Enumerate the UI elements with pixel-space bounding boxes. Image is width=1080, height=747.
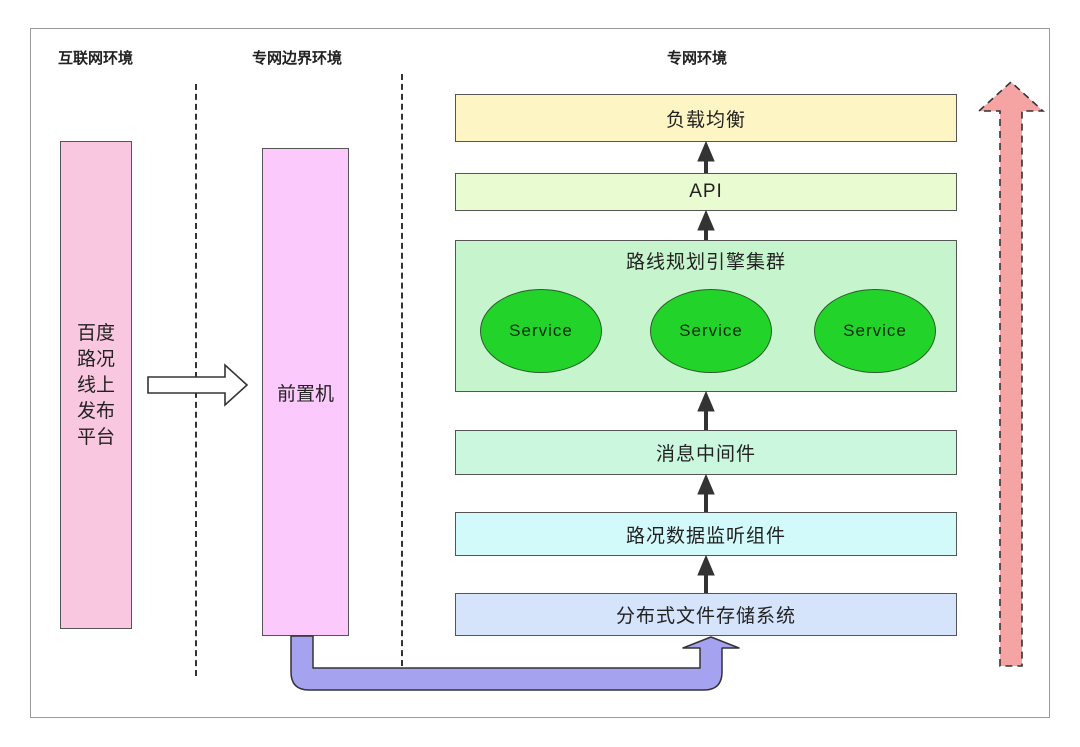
internet-platform-box: 百度 路况 线上 发布 平台: [60, 141, 132, 629]
zone-label-boundary: 专网边界环境: [252, 49, 343, 67]
publish-arrow: [147, 363, 249, 407]
service-label: Service: [509, 321, 573, 340]
front-to-storage-pipe: [290, 635, 740, 691]
engine-cluster-box: 路线规划引擎集群 Service Service Service: [455, 240, 957, 392]
service-node: Service: [814, 289, 936, 373]
zone-label-private: 专网环境: [667, 49, 728, 67]
traffic-listener-label: 路况数据监听组件: [625, 524, 786, 547]
zone-separator-2: [401, 74, 403, 666]
internet-platform-label: 百度 路况 线上 发布 平台: [77, 320, 115, 450]
platform-line: 平台: [76, 426, 115, 448]
platform-line: 线上: [76, 374, 115, 396]
engine-cluster-title: 路线规划引擎集群: [625, 251, 786, 273]
service-label: Service: [843, 321, 907, 340]
load-balancer-box: 负载均衡: [455, 94, 957, 142]
api-label: API: [689, 181, 723, 202]
platform-line: 发布: [76, 400, 115, 422]
zone-label-internet: 互联网环境: [58, 49, 134, 67]
distributed-storage-label: 分布式文件存储系统: [615, 605, 796, 627]
message-middleware-box: 消息中间件: [455, 430, 957, 475]
overall-flow-arrow: [976, 80, 1046, 667]
distributed-storage-box: 分布式文件存储系统: [455, 593, 957, 636]
load-balancer-label: 负载均衡: [665, 108, 746, 131]
service-node: Service: [480, 289, 602, 373]
message-middleware-label: 消息中间件: [655, 443, 756, 465]
service-node: Service: [650, 289, 772, 373]
api-box: API: [455, 173, 957, 211]
service-label: Service: [679, 321, 743, 340]
front-machine-box: 前置机: [262, 148, 349, 636]
front-machine-label: 前置机: [276, 382, 334, 405]
stack-arrows: [697, 140, 715, 593]
platform-line: 路况: [76, 348, 115, 370]
platform-line: 百度: [76, 322, 115, 344]
